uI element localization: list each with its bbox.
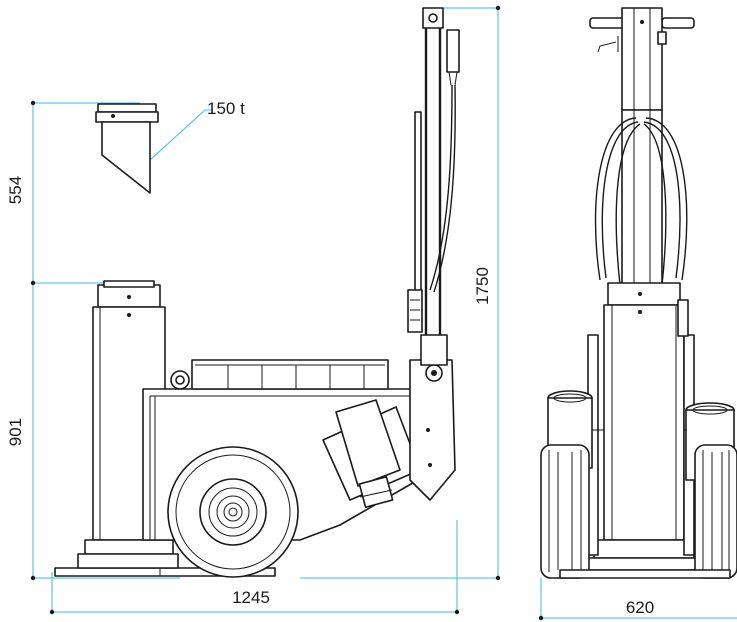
center-column [621, 109, 663, 286]
dimension-label-554: 554 [6, 176, 25, 204]
handle-bracket [409, 359, 456, 501]
handle [407, 7, 460, 366]
hose-loops [594, 117, 688, 286]
dimension-label-1245: 1245 [232, 588, 270, 607]
jack-side-view [54, 7, 460, 578]
left-wheel [540, 444, 590, 579]
top-handle-grips [589, 7, 695, 111]
jack-front-view [540, 7, 737, 579]
wheel [167, 446, 299, 578]
capacity-label: 150 t [207, 99, 245, 118]
front-base [559, 569, 731, 579]
dimension-label-901: 901 [6, 418, 25, 446]
right-wheel [694, 444, 737, 579]
pump-unit [322, 399, 421, 509]
ram-extension-saddle [95, 103, 159, 194]
dimension-label-1750: 1750 [473, 267, 492, 305]
dimension-label-620: 620 [626, 598, 654, 617]
front-cylinder [587, 282, 701, 571]
